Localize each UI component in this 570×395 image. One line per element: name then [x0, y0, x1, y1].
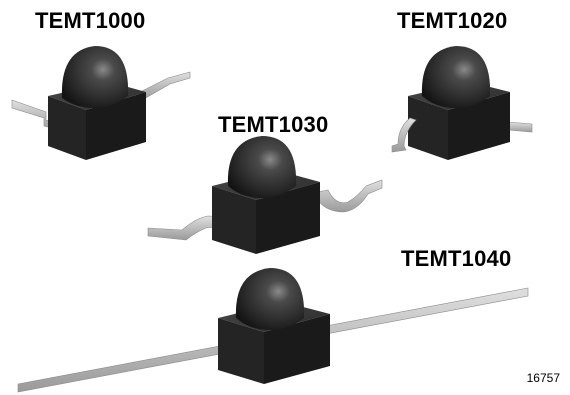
temt1020-body-left [408, 96, 448, 160]
temt1030-lead-right [317, 179, 383, 213]
temt1040-body-right [264, 314, 330, 384]
temt1030-body-right [256, 182, 320, 254]
temt1000-body-left [48, 96, 86, 160]
part-label-temt1020: TEMT1020 [397, 8, 508, 33]
temt1030-dome [227, 136, 297, 198]
temt1040-dome [235, 268, 305, 330]
temt1040-package [17, 268, 529, 393]
part-label-temt1000: TEMT1000 [35, 8, 146, 33]
temt1000-package [11, 46, 191, 160]
temt1030-package [147, 136, 383, 254]
temt1020-body-right [448, 92, 510, 160]
figure-number: 16757 [526, 371, 560, 385]
temt1000-body-right [86, 92, 146, 160]
temt1020-lead-right [507, 121, 533, 133]
temt1000-lead-right [139, 71, 191, 101]
part-label-temt1040: TEMT1040 [401, 246, 512, 271]
temt1020-package [391, 46, 533, 160]
temt1020-lead-left [391, 117, 417, 153]
temt1020-dome [421, 46, 491, 108]
part-label-temt1030: TEMT1030 [218, 112, 329, 137]
temt1000-dome [61, 46, 129, 108]
temt1040-body-left [218, 318, 264, 384]
temt1030-body-left [212, 186, 256, 254]
